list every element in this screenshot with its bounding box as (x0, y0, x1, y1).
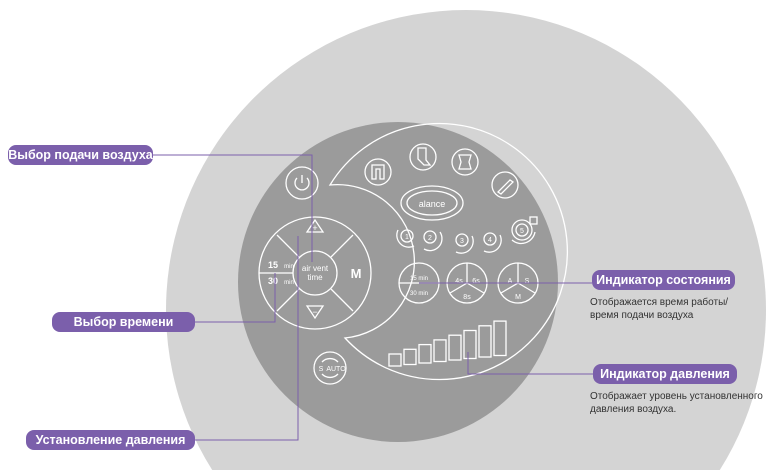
time-label: time (307, 273, 323, 282)
air-vent-label: air vent (302, 264, 329, 273)
min-label: min (284, 264, 294, 270)
leg-icon (409, 143, 437, 171)
plus-button[interactable] (305, 218, 325, 233)
pressure-level-bar (388, 353, 402, 367)
callout-pressure-indicator: Индикатор давления (593, 364, 737, 384)
plus-label: + (312, 223, 317, 233)
pressure-level-bar (463, 329, 477, 360)
callout-time: Выбор времени (52, 312, 195, 332)
ind-30: 30 min (410, 291, 428, 297)
pressure-level-bar (433, 339, 447, 363)
pressure-description: Отображает уровень установленного давлен… (590, 390, 763, 416)
panel-face (238, 122, 558, 442)
pressure-level-bar (493, 320, 507, 357)
ind-8s: 8s (463, 294, 471, 301)
ind-6s: 6s (472, 278, 480, 285)
pressure-desc-line-2: давления воздуха. (590, 404, 677, 415)
pressure-level-bars (388, 320, 507, 367)
callout-pressure-set: Установление давления (26, 430, 195, 450)
pressure-level-bar (403, 348, 417, 366)
time-15-button[interactable]: 15 (268, 260, 278, 270)
pressure-level-bar (478, 325, 492, 358)
mode-4: 4 (488, 237, 492, 244)
status-description: Отображается время работы/ время подачи … (590, 296, 728, 322)
arm-icon (491, 171, 519, 199)
ind-m: M (515, 294, 521, 301)
mode-3: 3 (460, 238, 464, 245)
waist-icon (451, 148, 479, 176)
status-desc-line-2: время подачи воздуха (590, 310, 694, 321)
ind-a: A (508, 278, 513, 285)
power-icon (294, 175, 310, 191)
power-button[interactable] (285, 166, 319, 200)
mode-2: 2 (428, 235, 432, 242)
mode-5: 5 (520, 228, 524, 235)
min-label: min (284, 280, 294, 286)
ind-s: S (525, 278, 530, 285)
pressure-desc-line-1: Отображает уровень установленного (590, 391, 763, 402)
cycle-icon (321, 357, 339, 379)
pressure-level-bar (418, 343, 432, 364)
leader-lines (153, 154, 593, 441)
logo (400, 185, 464, 221)
minus-label: − (312, 307, 317, 317)
auto-label: AUTO (326, 366, 346, 373)
brand-label: alance (419, 199, 446, 209)
mode-icons (396, 216, 538, 254)
ind-15: 15 min (410, 276, 428, 282)
panel-crescent-outline (328, 122, 568, 381)
mode-1: 1 (405, 234, 409, 241)
ind-4s: 4s (455, 278, 463, 285)
pressure-level-bar (448, 334, 462, 361)
callout-air-supply: Выбор подачи воздуха (8, 145, 153, 165)
pants-icon (364, 158, 392, 186)
status-desc-line-1: Отображается время работы/ (590, 297, 729, 308)
minus-button[interactable] (305, 305, 325, 320)
auto-button[interactable] (313, 351, 347, 385)
m-button[interactable]: M (351, 266, 362, 281)
s-label: S (319, 366, 324, 373)
dpad-dividers (276, 234, 354, 312)
time-30-button[interactable]: 30 (268, 276, 278, 286)
callout-status: Индикатор состояния (592, 270, 735, 290)
